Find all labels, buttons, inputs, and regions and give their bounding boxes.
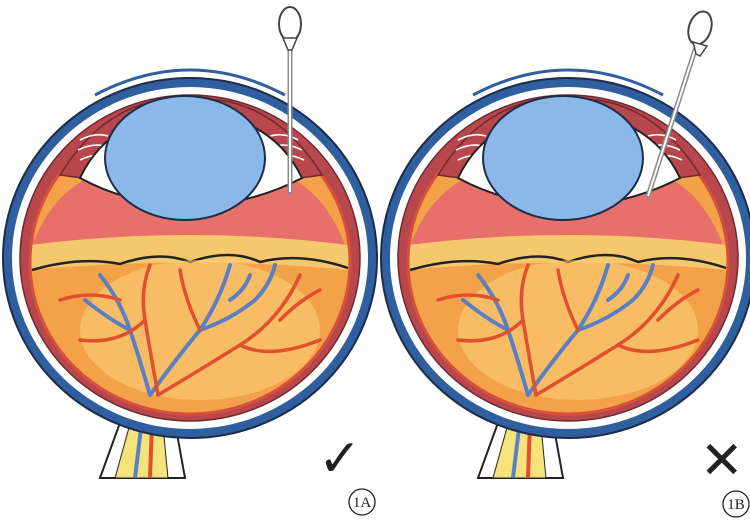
panel-label-1a: 1A [353,495,372,511]
panel-label-1b: 1B [727,497,745,513]
eye-cross-section-a [3,70,377,478]
panel-1a: ✓ 1A [3,7,377,515]
cross-mark-icon: ✕ [700,433,744,490]
check-mark-icon: ✓ [318,431,362,488]
panel-1b: ✕ 1B [381,8,750,517]
eye-cross-section-b [381,70,750,478]
